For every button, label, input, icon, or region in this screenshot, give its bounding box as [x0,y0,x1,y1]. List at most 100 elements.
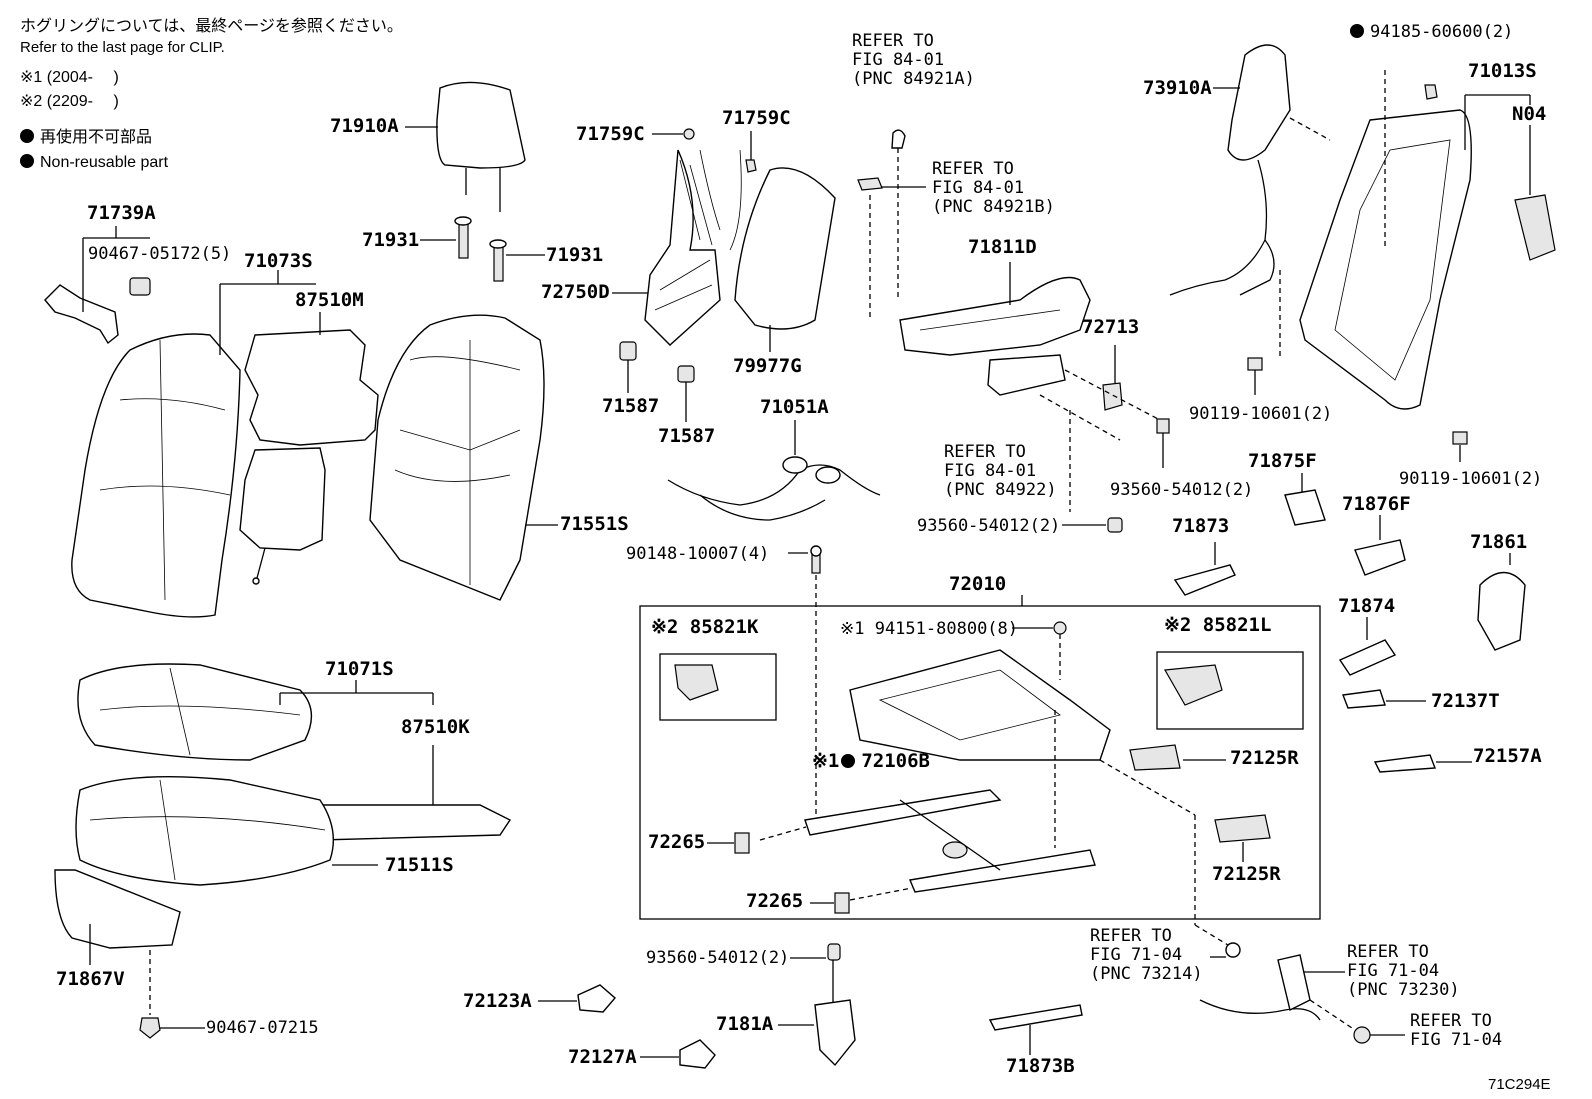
heater-mat-87510m-drawing [239,312,379,585]
label-90148-10007[interactable]: 90148-10007(4) [626,544,770,564]
refer-73230-line2: FIG 71-04 [1347,961,1440,981]
bolt-71931-drawing [420,216,545,282]
seatback-cover-drawing [71,270,316,618]
period-note-1: ※1 (2004- ) [20,69,119,86]
label-71867v[interactable]: 71867V [56,968,125,990]
label-72123a[interactable]: 72123A [463,990,532,1012]
label-85821l[interactable]: ※2 85821L [1164,614,1272,636]
lumbar-support-drawing [612,128,757,422]
refer-73214-line2: FIG 71-04 [1090,945,1183,965]
label-72125r-a[interactable]: 72125R [1230,747,1299,769]
label-94151-80800[interactable]: ※1 94151-80800(8) [840,619,1019,639]
refer-7104-line2[interactable]: FIG 71-04 [1410,1030,1503,1050]
wire-harness-71051a-drawing [667,420,881,521]
back-board-79977g-drawing [734,167,836,352]
refer-73214-line3[interactable]: (PNC 73214) [1090,964,1203,984]
label-71551s[interactable]: 71551S [560,513,629,535]
label-71013s[interactable]: 71013S [1468,60,1537,82]
side-shield-71811d-drawing [857,129,1091,356]
label-72265-a[interactable]: 72265 [648,831,706,853]
label-72265-b[interactable]: 72265 [746,890,804,912]
label-87510m[interactable]: 87510M [295,289,364,311]
clip-72713-drawing [1064,345,1161,421]
refer-7104-line1: REFER TO [1410,1011,1492,1031]
label-72125r-b[interactable]: 72125R [1212,863,1281,885]
diagram-id: 71C294E [1488,1076,1551,1093]
switch-module-drawing [987,354,1121,512]
label-94185-60600-text: 94185-60600(2) [1370,22,1514,42]
refer-84921b-line3[interactable]: (PNC 84921B) [932,197,1055,217]
label-72106b-text: 72106B [861,750,930,772]
nonreusable-note-en: Non-reusable part [20,152,168,174]
label-71910a[interactable]: 71910A [330,115,399,137]
label-79977g[interactable]: 79977G [733,355,802,377]
label-71811d[interactable]: 71811D [968,236,1037,258]
refer-73230-line3[interactable]: (PNC 73230) [1347,980,1460,1000]
label-90467-07215[interactable]: 90467-07215 [206,1018,319,1038]
label-71931-a[interactable]: 71931 [362,229,420,251]
label-71874[interactable]: 71874 [1338,595,1396,617]
label-72137t[interactable]: 72137T [1431,690,1500,712]
label-71511s[interactable]: 71511S [385,854,454,876]
label-90467-05172[interactable]: 90467-05172(5) [88,244,232,264]
refer-73214-line1: REFER TO [1090,926,1172,946]
label-71931-b[interactable]: 71931 [546,244,604,266]
label-93560-54012-c[interactable]: 93560-54012(2) [646,948,790,968]
refer-84922-line2: FIG 84-01 [944,461,1037,481]
label-71071s[interactable]: 71071S [325,658,394,680]
headrest-drawing [405,81,526,212]
nonreusable-ja-text: 再使用不可部品 [40,129,153,146]
nonreusable-dot-icon [20,129,34,143]
refer-84921a-line1: REFER TO [852,31,934,51]
label-72106b-mark: ※1 [812,750,840,772]
label-90119-10601-b[interactable]: 90119-10601(2) [1399,469,1543,489]
refer-84921b-line1: REFER TO [932,159,1014,179]
nonreusable-dot-icon [1350,24,1364,38]
label-71876f[interactable]: 71876F [1342,493,1411,515]
label-71875f[interactable]: 71875F [1248,450,1317,472]
label-72106b[interactable]: ※1 72106B [812,752,930,771]
label-71873b[interactable]: 71873B [1006,1055,1075,1077]
seatback-pad-drawing [369,314,558,601]
label-71759c-a[interactable]: 71759C [576,123,645,145]
side-airbag-73910a-drawing [1169,44,1331,296]
nonreusable-en-text: Non-reusable part [40,154,169,171]
seat-cushion-drawing [54,663,512,1039]
label-73910a[interactable]: 73910A [1143,77,1212,99]
label-n04[interactable]: N04 [1512,103,1547,125]
nonreusable-dot-icon [20,154,34,168]
clip-note-ja: ホグリングについては、最終ページを参照ください。 [20,18,403,35]
label-72127a[interactable]: 72127A [568,1046,637,1068]
refer-84921a-line3[interactable]: (PNC 84921A) [852,69,975,89]
covers-right-drawing [1173,473,1526,773]
label-72713[interactable]: 72713 [1082,316,1140,338]
refer-84922-line1: REFER TO [944,442,1026,462]
label-71873[interactable]: 71873 [1172,515,1230,537]
label-71073s[interactable]: 71073S [244,250,313,272]
refer-84921b-line2: FIG 84-01 [932,178,1025,198]
label-71759c-b[interactable]: 71759C [722,107,791,129]
period-note-2: ※2 (2209- ) [20,93,119,110]
label-7181a[interactable]: 7181A [716,1013,774,1035]
label-71861[interactable]: 71861 [1470,531,1528,553]
label-87510k[interactable]: 87510K [401,716,470,738]
refer-84922-line3[interactable]: (PNC 84922) [944,480,1057,500]
label-71587-a[interactable]: 71587 [602,395,660,417]
nonreusable-dot-icon [841,754,856,768]
bracket-71739a-drawing [44,226,151,345]
label-90119-10601-a[interactable]: 90119-10601(2) [1189,404,1333,424]
seatback-frame-drawing [1247,70,1556,462]
label-72750d[interactable]: 72750D [541,281,610,303]
label-72157a[interactable]: 72157A [1473,745,1542,767]
nonreusable-note-ja: 再使用不可部品 [20,127,152,149]
label-85821k[interactable]: ※2 85821K [651,616,759,638]
label-71587-b[interactable]: 71587 [658,425,716,447]
label-93560-54012-b[interactable]: 93560-54012(2) [917,516,1061,536]
label-94185-60600[interactable]: 94185-60600(2) [1350,23,1513,42]
label-71739a[interactable]: 71739A [87,202,156,224]
label-72010[interactable]: 72010 [949,573,1007,595]
refer-73230-line1: REFER TO [1347,942,1429,962]
label-71051a[interactable]: 71051A [760,396,829,418]
label-93560-54012-a[interactable]: 93560-54012(2) [1110,480,1254,500]
